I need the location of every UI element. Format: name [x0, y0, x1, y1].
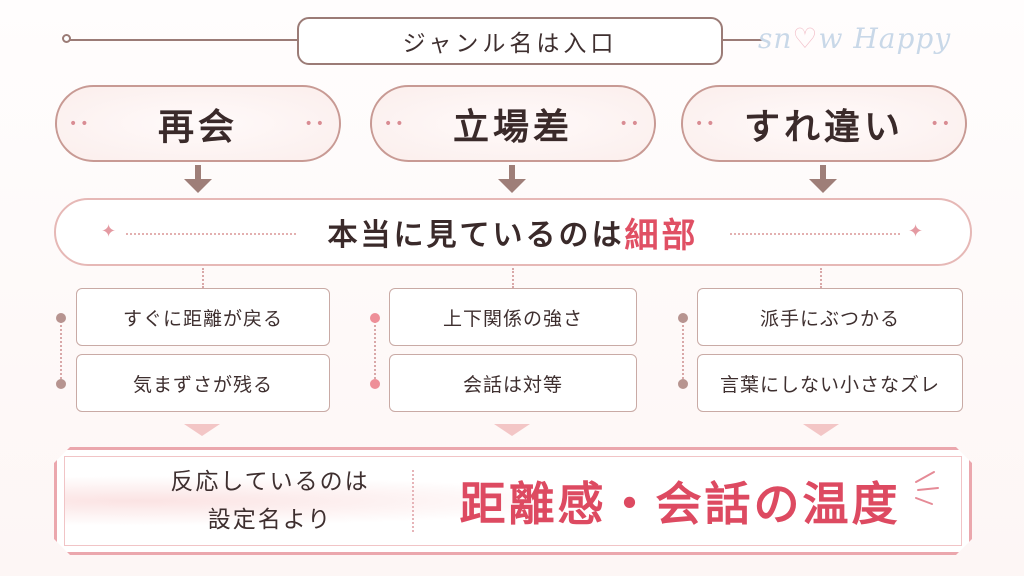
header-line-right: [723, 39, 763, 41]
pill-dots-icon: ••: [384, 115, 407, 132]
genre-pill-status-gap: •• 立場差 ••: [370, 85, 656, 162]
triangle-down-icon: [803, 424, 839, 436]
bullet-dot-icon: [56, 379, 66, 389]
bullet-dot-icon: [370, 379, 380, 389]
conclusion-line2: 設定名より: [207, 507, 333, 533]
focus-lead-text: 本当に見ているのは: [327, 218, 625, 253]
genre-label: 再会: [157, 106, 238, 148]
conclusion-lead: 反応しているのは 設定名より: [150, 463, 390, 539]
triangle-down-icon: [184, 424, 220, 436]
arrow-down-icon: [820, 165, 826, 179]
arrow-down-icon: [809, 179, 837, 193]
arrow-down-icon: [509, 165, 515, 179]
sparkle-icon: ✦: [908, 221, 924, 242]
arrow-down-icon: [195, 165, 201, 179]
detail-box: 言葉にしない小さなズレ: [697, 354, 963, 412]
pill-dots-icon: ••: [695, 115, 718, 132]
connector-dotted: [60, 318, 62, 382]
triangle-down-icon: [494, 424, 530, 436]
pill-dots-icon: ••: [69, 115, 92, 132]
bullet-dot-icon: [678, 313, 688, 323]
pill-dots-icon: ••: [619, 115, 642, 132]
bullet-dot-icon: [678, 379, 688, 389]
header-line-left: [68, 39, 297, 41]
sparkle-icon: ✦: [101, 221, 117, 242]
connector-dotted: [202, 268, 204, 288]
bullet-dot-icon: [56, 313, 66, 323]
header-title-box: ジャンル名は入口: [297, 17, 723, 65]
genre-label: すれ違い: [743, 106, 904, 148]
focus-accent-text: 細部: [624, 215, 699, 256]
detail-box: 派手にぶつかる: [697, 288, 963, 346]
conclusion-line1: 反応しているのは: [170, 469, 370, 495]
connector-dotted: [820, 268, 822, 288]
connector-dotted: [374, 318, 376, 382]
pill-dots-icon: ••: [930, 115, 953, 132]
connector-dotted: [682, 318, 684, 382]
genre-pill-reunion: •• 再会 ••: [55, 85, 341, 162]
arrow-down-icon: [184, 179, 212, 193]
arrow-down-icon: [498, 179, 526, 193]
detail-box: 会話は対等: [389, 354, 637, 412]
dotted-line-left: [126, 233, 296, 235]
conclusion-inner-frame: [64, 456, 962, 546]
conclusion-highlight: 距離感・会話の温度: [459, 477, 901, 531]
genre-label: 立場差: [452, 106, 573, 148]
emphasis-lines-icon: [915, 471, 939, 505]
detail-box: 気まずさが残る: [76, 354, 330, 412]
header-line-end-dot: [62, 34, 71, 43]
genre-pill-misunderstanding: •• すれ違い ••: [681, 85, 967, 162]
detail-box: 上下関係の強さ: [389, 288, 637, 346]
detail-box: すぐに距離が戻る: [76, 288, 330, 346]
pill-dots-icon: ••: [304, 115, 327, 132]
focus-banner: 本当に見ているのは細部: [54, 198, 972, 266]
connector-dotted: [512, 268, 514, 288]
dotted-line-right: [730, 233, 900, 235]
watermark-logo: sn♡w Happy: [758, 22, 952, 55]
conclusion-divider: [412, 470, 414, 532]
bullet-dot-icon: [370, 313, 380, 323]
header-title: ジャンル名は入口: [402, 31, 618, 57]
